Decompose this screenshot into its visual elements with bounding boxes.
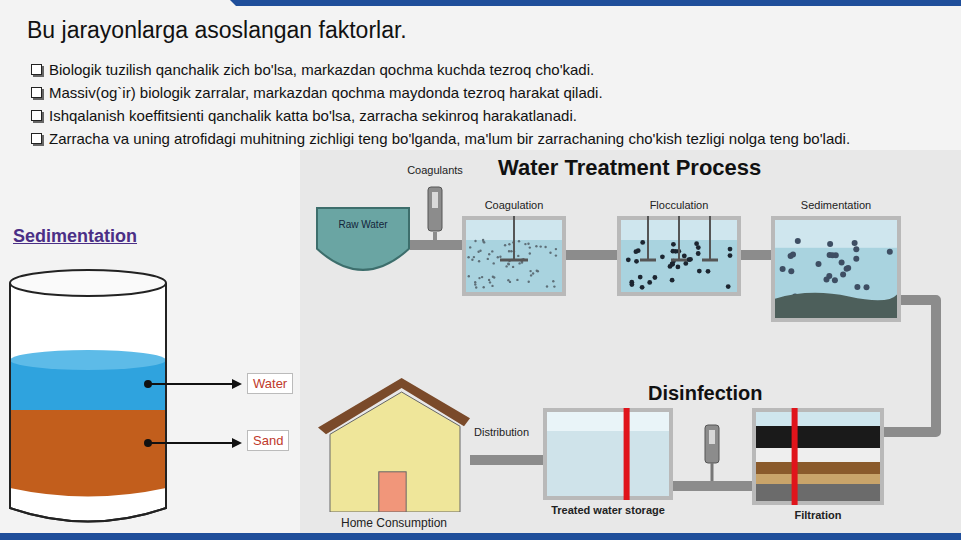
storage-tank: Treated water storage (543, 408, 673, 500)
bullet-text: Ishqalanish koeffitsienti qanchalik katt… (49, 106, 939, 126)
filt-shape (752, 408, 884, 505)
store-shape (543, 408, 673, 500)
node-label: Sand (253, 433, 283, 448)
bullet-marker (31, 87, 42, 98)
dosing-tube: Coagulants (427, 186, 443, 232)
process-tank: Flocculation (617, 216, 741, 296)
node-label: Coagulation (485, 199, 544, 211)
pipe-connector (566, 250, 617, 260)
coag-shape (462, 216, 566, 296)
node-label: Flocculation (650, 199, 709, 211)
house: Home Consumption (318, 378, 470, 512)
tube-shape (427, 186, 443, 232)
bullet-text: Massiv(og`ir) biologik zarralar, markazd… (49, 83, 939, 103)
diagram-heading: Water Treatment Process (498, 154, 761, 183)
dosing-tube (705, 425, 719, 482)
sed-shape (771, 216, 901, 322)
node-label: Sedimentation (801, 199, 871, 211)
section-heading: Sedimentation (13, 225, 137, 248)
slide-title: Bu jarayonlarga asoslangan faktorlar. (27, 17, 407, 44)
node-label: Filtration (794, 509, 841, 521)
edge-label: Distribution (472, 426, 531, 438)
bullet-text: Biologik tuzilish qanchalik zich bo'lsa,… (49, 60, 939, 80)
stage-label: Disinfection (648, 380, 762, 406)
label-box: Sand (247, 430, 289, 451)
pipe-connector (470, 455, 543, 465)
beaker-illustration (10, 270, 242, 522)
node-label: Water (253, 376, 287, 391)
process-tank: Coagulation (462, 216, 566, 296)
node-label: Coagulants (407, 164, 463, 176)
floc-shape (617, 216, 741, 296)
process-tank: Sedimentation (771, 216, 901, 322)
bullet-marker (31, 64, 42, 75)
pipe-connector (673, 481, 752, 491)
pipe-connector (741, 250, 771, 260)
bullet-text: Zarracha va uning atrofidagi muhitning z… (49, 129, 929, 149)
label-box: Water (247, 373, 293, 394)
filter-tank: Filtration (752, 408, 884, 505)
bullet-marker (31, 133, 42, 144)
bullet-marker (31, 110, 42, 121)
raw-water-tank: Raw Water (316, 207, 410, 283)
node-label: Treated water storage (551, 504, 665, 516)
pipe-connector (435, 232, 462, 245)
node-label: Home Consumption (341, 516, 447, 530)
raw-shape (316, 207, 410, 283)
node-label: Raw Water (316, 219, 410, 231)
house-shape (318, 378, 470, 512)
